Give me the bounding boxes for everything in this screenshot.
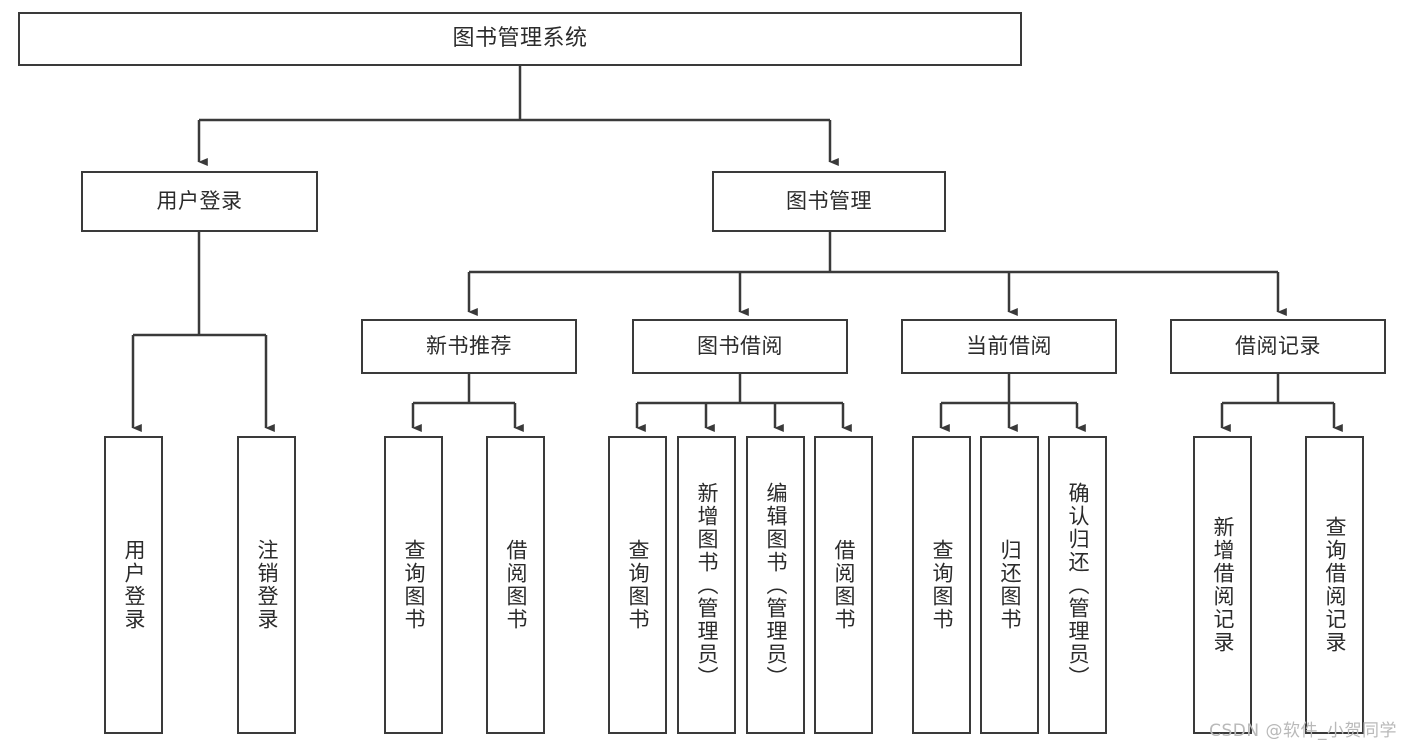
node-label: 查询图书 bbox=[402, 539, 426, 631]
node-label: 新增图书（管理员） bbox=[695, 481, 719, 689]
node-label: 新增借阅记录 bbox=[1211, 516, 1235, 654]
node-leaf-confirm-return-admin[interactable]: 确认归还（管理员） bbox=[1048, 436, 1107, 734]
node-current-borrow[interactable]: 当前借阅 bbox=[901, 319, 1117, 374]
node-label: 用户登录 bbox=[122, 539, 146, 631]
node-root-book-management-system[interactable]: 图书管理系统 bbox=[18, 12, 1022, 66]
node-leaf-user-login[interactable]: 用户登录 bbox=[104, 436, 163, 734]
node-label: 编辑图书（管理员） bbox=[764, 481, 788, 689]
node-borrow-record[interactable]: 借阅记录 bbox=[1170, 319, 1386, 374]
node-label: 归还图书 bbox=[998, 539, 1022, 631]
node-leaf-add-book-admin[interactable]: 新增图书（管理员） bbox=[677, 436, 736, 734]
node-label: 查询图书 bbox=[626, 539, 650, 631]
node-label: 图书管理 bbox=[786, 189, 872, 214]
node-label: 查询借阅记录 bbox=[1323, 516, 1347, 654]
node-leaf-query-book-current[interactable]: 查询图书 bbox=[912, 436, 971, 734]
node-book-borrow[interactable]: 图书借阅 bbox=[632, 319, 848, 374]
node-new-book-recommend[interactable]: 新书推荐 bbox=[361, 319, 577, 374]
node-leaf-edit-book-admin[interactable]: 编辑图书（管理员） bbox=[746, 436, 805, 734]
node-label: 图书借阅 bbox=[697, 334, 783, 359]
node-label: 确认归还（管理员） bbox=[1066, 481, 1090, 689]
node-leaf-query-book-borrow[interactable]: 查询图书 bbox=[608, 436, 667, 734]
node-label: 用户登录 bbox=[156, 189, 243, 214]
node-leaf-add-borrow-record[interactable]: 新增借阅记录 bbox=[1193, 436, 1252, 734]
node-label: 图书管理系统 bbox=[452, 26, 588, 52]
node-leaf-borrow-book[interactable]: 借阅图书 bbox=[814, 436, 873, 734]
node-label: 当前借阅 bbox=[966, 334, 1052, 359]
node-book-management[interactable]: 图书管理 bbox=[712, 171, 946, 232]
node-leaf-query-borrow-record[interactable]: 查询借阅记录 bbox=[1305, 436, 1364, 734]
watermark: CSDN @软件_小贺同学 bbox=[1209, 721, 1397, 741]
node-leaf-query-book-recommend[interactable]: 查询图书 bbox=[384, 436, 443, 734]
node-leaf-logout[interactable]: 注销登录 bbox=[237, 436, 296, 734]
node-leaf-borrow-book-recommend[interactable]: 借阅图书 bbox=[486, 436, 545, 734]
node-label: 注销登录 bbox=[255, 539, 279, 631]
node-label: 借阅记录 bbox=[1235, 334, 1321, 359]
node-label: 借阅图书 bbox=[504, 539, 528, 631]
node-label: 借阅图书 bbox=[832, 539, 856, 631]
node-label: 新书推荐 bbox=[426, 334, 512, 359]
node-user-login[interactable]: 用户登录 bbox=[81, 171, 318, 232]
node-label: 查询图书 bbox=[930, 539, 954, 631]
node-leaf-return-book[interactable]: 归还图书 bbox=[980, 436, 1039, 734]
